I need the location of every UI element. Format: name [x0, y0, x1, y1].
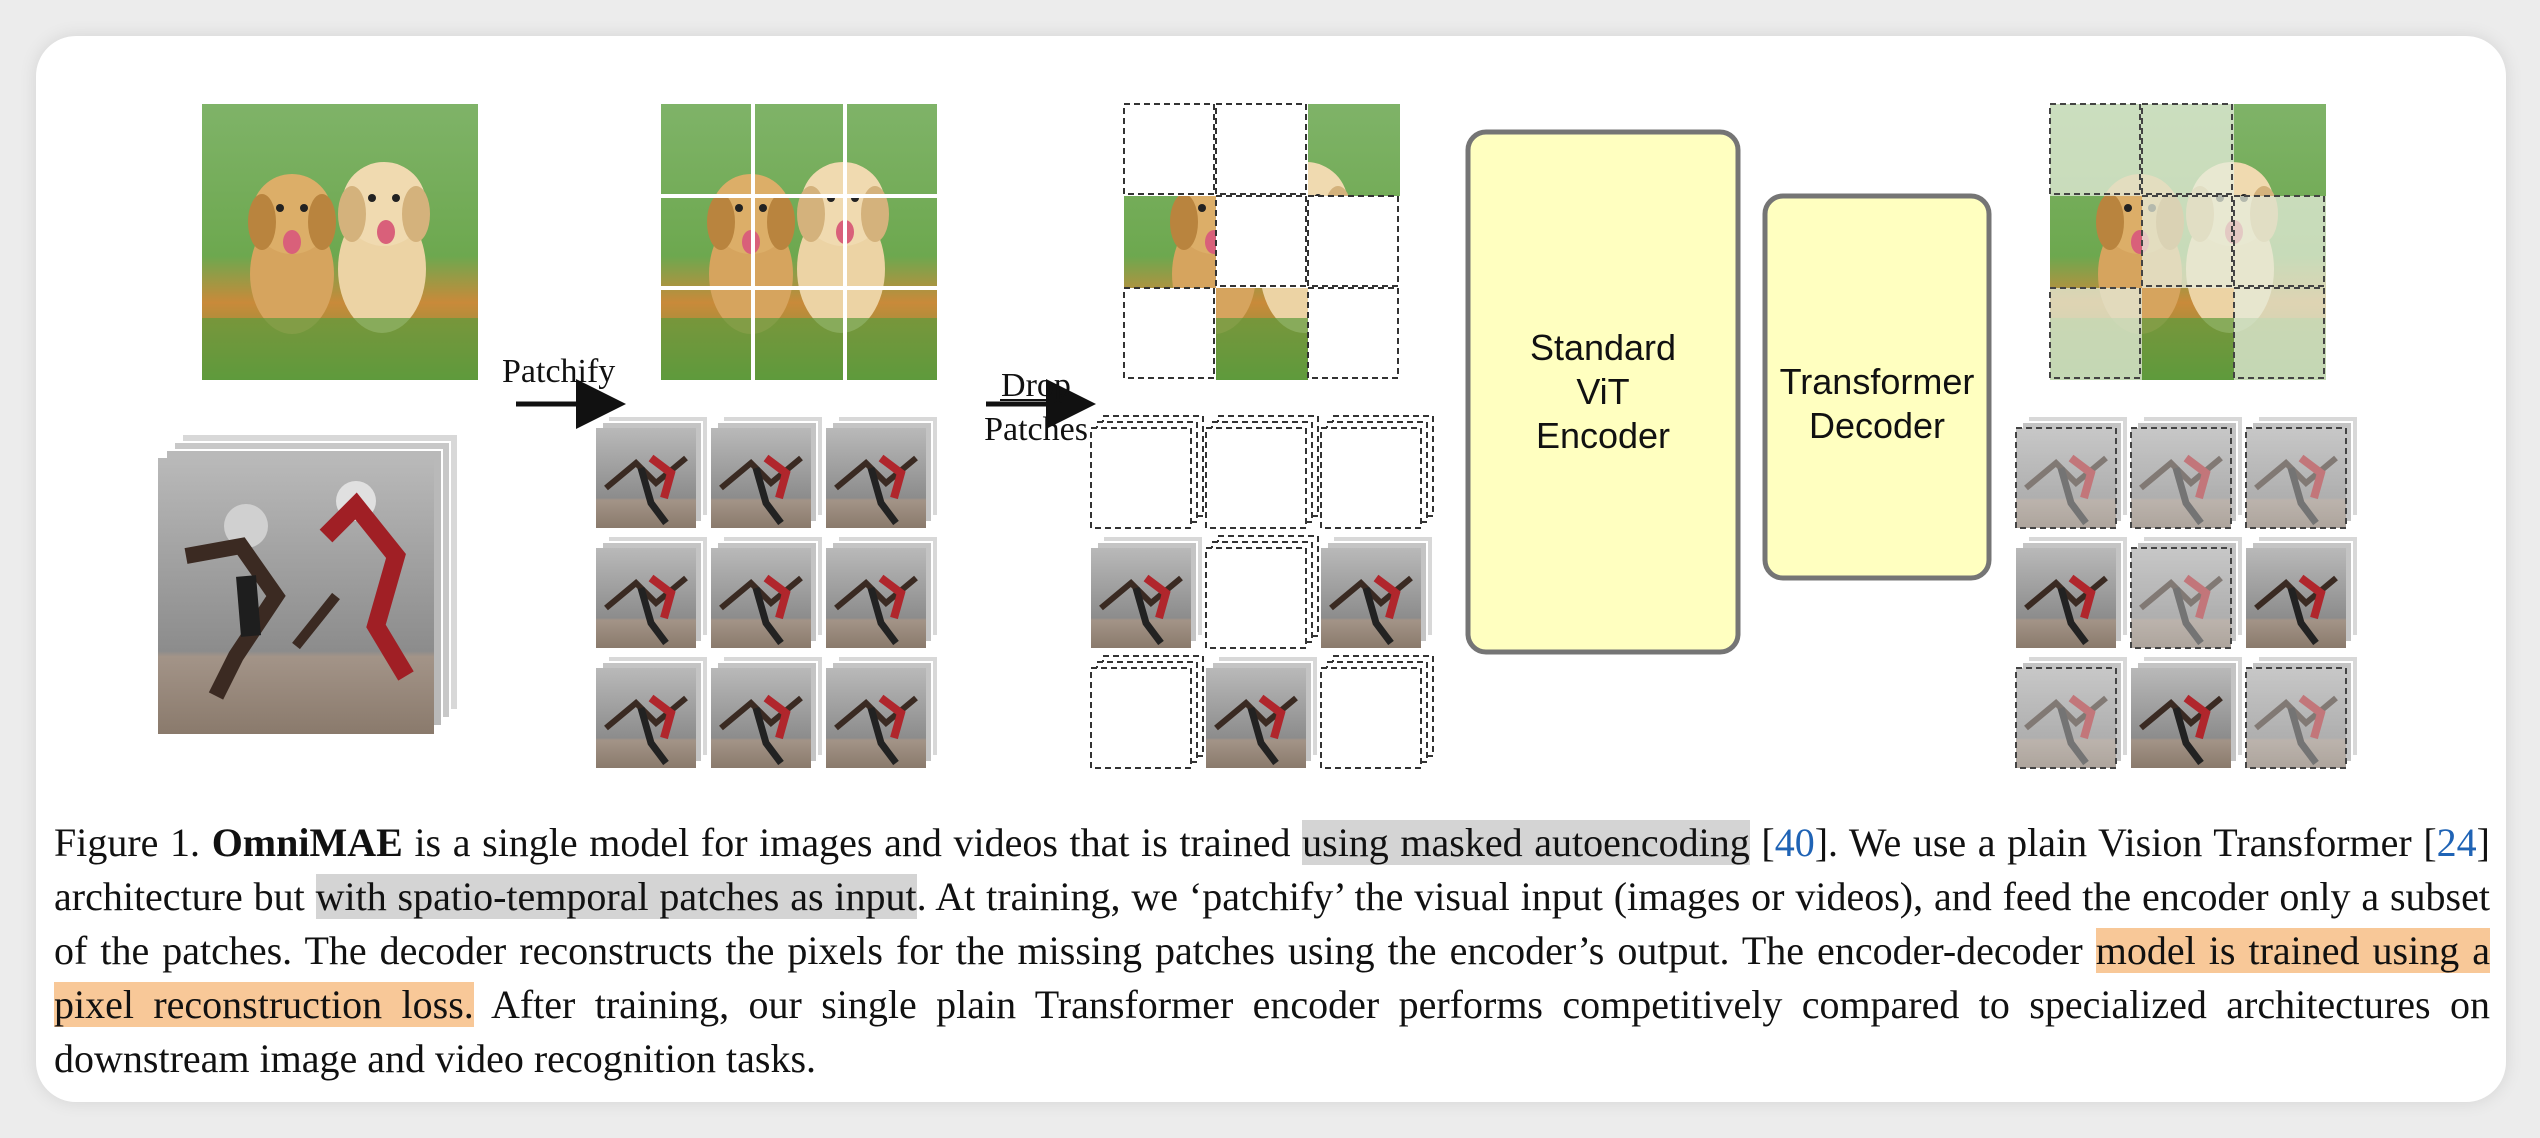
figure-card: Patchify Drop Patches	[36, 36, 2506, 1102]
input-image-dogs	[202, 104, 478, 380]
masked-video-grid	[1090, 415, 1434, 769]
highlight-spatio-temporal: with spatio-temporal patches as input	[315, 874, 917, 919]
reconstructed-video-grid	[2016, 416, 2358, 768]
citation-link-40[interactable]: 40	[1774, 820, 1815, 865]
patches-label: Patches	[984, 411, 1088, 448]
figure-caption: Figure 1. OmniMAE is a single model for …	[54, 820, 2490, 1081]
masked-image-grid	[1123, 103, 1400, 380]
vit-encoder-box: Standard ViT Encoder	[1465, 129, 1741, 655]
patchified-image-grid	[661, 104, 937, 380]
svg-text:Standard: Standard	[1530, 327, 1676, 368]
svg-text:Decoder: Decoder	[1809, 405, 1945, 446]
patchified-video-grid	[596, 416, 938, 768]
drop-label: Drop	[1001, 367, 1071, 404]
highlight-masked-autoencoding: using masked autoencoding	[1302, 820, 1750, 865]
figure-label: Figure 1.	[54, 820, 201, 865]
transformer-decoder-box: Transformer Decoder	[1762, 193, 1992, 581]
figure-diagram: Patchify Drop Patches	[158, 103, 2506, 769]
model-name: OmniMAE	[211, 820, 403, 865]
svg-text:ViT: ViT	[1576, 371, 1629, 412]
patchify-arrow: Patchify	[502, 353, 626, 429]
svg-text:Encoder: Encoder	[1536, 415, 1670, 456]
citation-link-24[interactable]: 24	[2436, 820, 2477, 865]
drop-patches-arrow: Drop Patches	[984, 367, 1096, 448]
svg-text:Transformer: Transformer	[1780, 361, 1975, 402]
input-video-dancers	[158, 433, 459, 734]
reconstructed-image-grid	[2049, 103, 2326, 380]
patchify-label: Patchify	[502, 353, 615, 390]
